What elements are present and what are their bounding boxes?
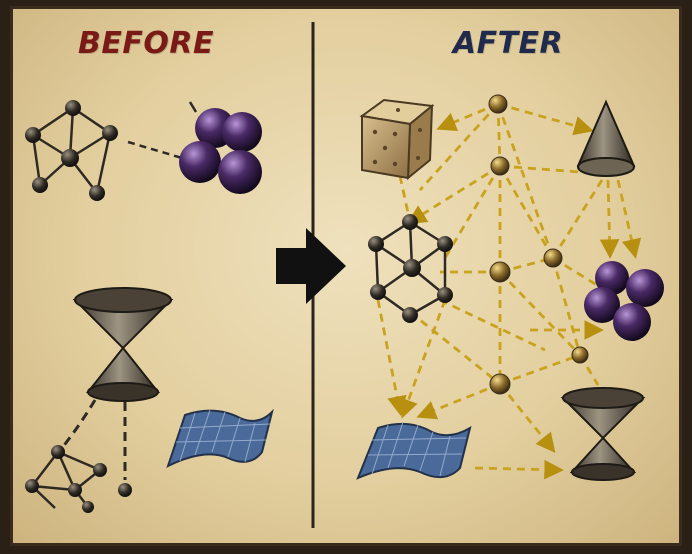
molecule-network-icon — [25, 445, 107, 513]
dashed-link — [128, 142, 182, 158]
node — [118, 483, 132, 497]
cone-icon — [578, 102, 634, 176]
right-arrow-icon — [276, 228, 346, 304]
molecule-network-icon — [368, 214, 453, 323]
atom-cluster-icon — [179, 108, 262, 194]
hourglass-cone-icon — [563, 388, 643, 480]
after-heading: AFTER — [448, 26, 568, 61]
hub-nodes — [489, 95, 588, 394]
dashed-link — [190, 102, 196, 112]
before-heading: BEFORE — [78, 26, 198, 61]
atom-cluster-icon — [584, 261, 664, 341]
molecule-network-icon — [25, 100, 118, 201]
dashed-link — [62, 400, 95, 448]
dice-cube-icon — [362, 100, 432, 178]
grid-surface-icon — [168, 410, 272, 466]
hourglass-cone-icon — [75, 288, 171, 401]
grid-surface-icon — [358, 422, 470, 478]
